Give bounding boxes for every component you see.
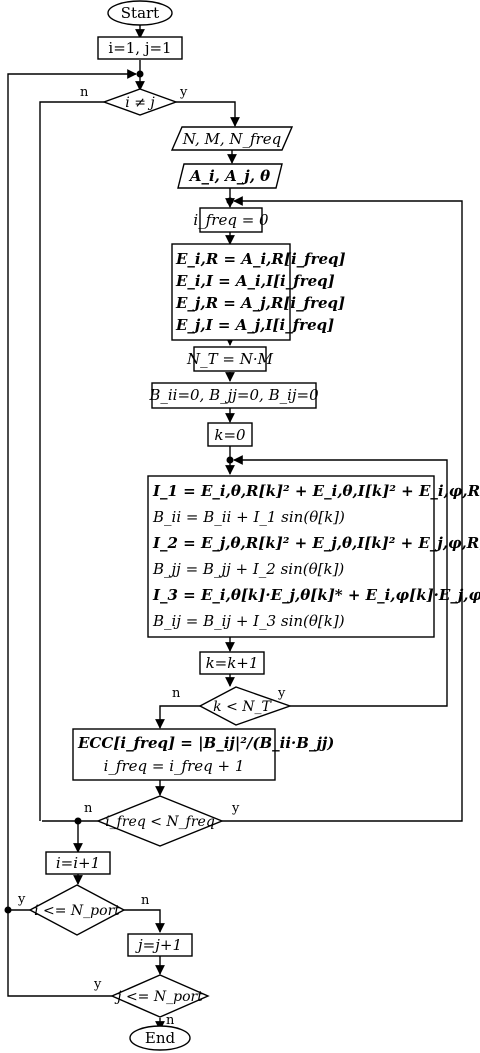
end-label: End — [145, 1029, 176, 1047]
input-dims-text: N, M, N_freq — [182, 130, 281, 148]
k-zero-box: k=0 — [207, 422, 253, 447]
decision-ifreq-lt-nfreq: i_freq < N_freq — [96, 795, 224, 847]
loop-line: I_1 = E_i,θ,R[k]² + E_i,θ,I[k]² + E_i,φ,… — [152, 482, 480, 500]
label-y: y — [277, 686, 286, 701]
input-dims: N, M, N_freq — [170, 126, 294, 151]
b-zero-box: B_ii=0, B_jj=0, B_ij=0 — [148, 382, 319, 409]
label-y: y — [17, 892, 26, 907]
assign-line: E_j,R = A_j,R[i_freq] — [175, 294, 345, 312]
j-inc-text: j=j+1 — [135, 936, 182, 954]
end-terminal: End — [129, 1025, 191, 1051]
b-zero-text: B_ii=0, B_jj=0, B_ij=0 — [148, 386, 319, 404]
label-n: n — [141, 893, 150, 908]
init-text: i=1, j=1 — [108, 39, 171, 57]
k-inc-box: k=k+1 — [199, 651, 265, 675]
decision-k-lt-nt-text: k < N_T — [213, 699, 272, 715]
decision-ifreq-lt-nfreq-text: i_freq < N_freq — [105, 814, 215, 830]
decision-i-le-nport: i <= N_port — [28, 884, 126, 936]
ecc-line: i_freq = i_freq + 1 — [104, 757, 245, 775]
input-arrays: A_i, A_j, θ — [177, 163, 283, 189]
label-n: n — [172, 686, 181, 701]
loop-line: I_3 = E_i,θ[k]·E_j,θ[k]* + E_i,φ[k]·E_j,… — [152, 586, 480, 604]
branch-labels: n y n y n y y n y n — [17, 85, 286, 1028]
k-zero-text: k=0 — [214, 426, 246, 444]
decision-i-le-nport-text: i <= N_port — [34, 903, 120, 919]
label-y: y — [179, 85, 188, 100]
assign-line: E_j,I = A_j,I[i_freq] — [175, 316, 334, 334]
assign-box: E_i,R = A_i,R[i_freq] E_i,I = A_i,I[i_fr… — [171, 243, 346, 341]
ecc-line: ECC[i_freq] = |B_ij|²/(B_ii·B_jj) — [77, 734, 334, 752]
decision-i-ne-j-text: i ≠ j — [125, 95, 155, 111]
decision-k-lt-nt: k < N_T — [198, 686, 293, 726]
j-inc-box: j=j+1 — [127, 933, 193, 957]
label-n: n — [80, 85, 89, 100]
start-terminal: Start — [107, 0, 173, 26]
i-inc-text: i=i+1 — [56, 854, 100, 872]
assign-line: E_i,R = A_i,R[i_freq] — [175, 250, 346, 268]
ifreq-zero-text: i_freq = 0 — [193, 211, 269, 229]
label-y: y — [231, 801, 240, 816]
loop-line: B_ii = B_ii + I_1 sin(θ[k]) — [152, 508, 345, 526]
ecc-box: ECC[i_freq] = |B_ij|²/(B_ii·B_jj) i_freq… — [72, 728, 334, 781]
decision-j-le-nport-text: j <= N_port — [114, 989, 203, 1005]
label-n: n — [84, 801, 93, 816]
junction-dots — [4, 70, 234, 914]
start-label: Start — [121, 4, 159, 22]
decision-j-le-nport: j <= N_port — [110, 974, 210, 1018]
k-inc-text: k=k+1 — [206, 654, 259, 672]
loop-line: B_ij = B_ij + I_3 sin(θ[k]) — [152, 612, 345, 630]
assign-line: E_i,I = A_i,I[i_freq] — [175, 272, 335, 290]
nt-text: N_T = N·M — [186, 350, 274, 368]
input-arrays-text: A_i, A_j, θ — [188, 167, 270, 185]
label-n: n — [166, 1013, 175, 1028]
decision-i-ne-j: i ≠ j — [101, 88, 179, 116]
loop-body-box: I_1 = E_i,θ,R[k]² + E_i,θ,I[k]² + E_i,φ,… — [147, 475, 480, 638]
connectors — [7, 25, 463, 1031]
init-box: i=1, j=1 — [97, 36, 183, 60]
loop-line: B_jj = B_jj + I_2 sin(θ[k]) — [152, 560, 344, 578]
label-y: y — [93, 977, 102, 992]
i-inc-box: i=i+1 — [45, 851, 111, 875]
loop-line: I_2 = E_j,θ,R[k]² + E_j,θ,I[k]² + E_j,φ,… — [152, 534, 480, 552]
nt-box: N_T = N·M — [186, 346, 274, 372]
ifreq-zero-box: i_freq = 0 — [193, 207, 269, 233]
